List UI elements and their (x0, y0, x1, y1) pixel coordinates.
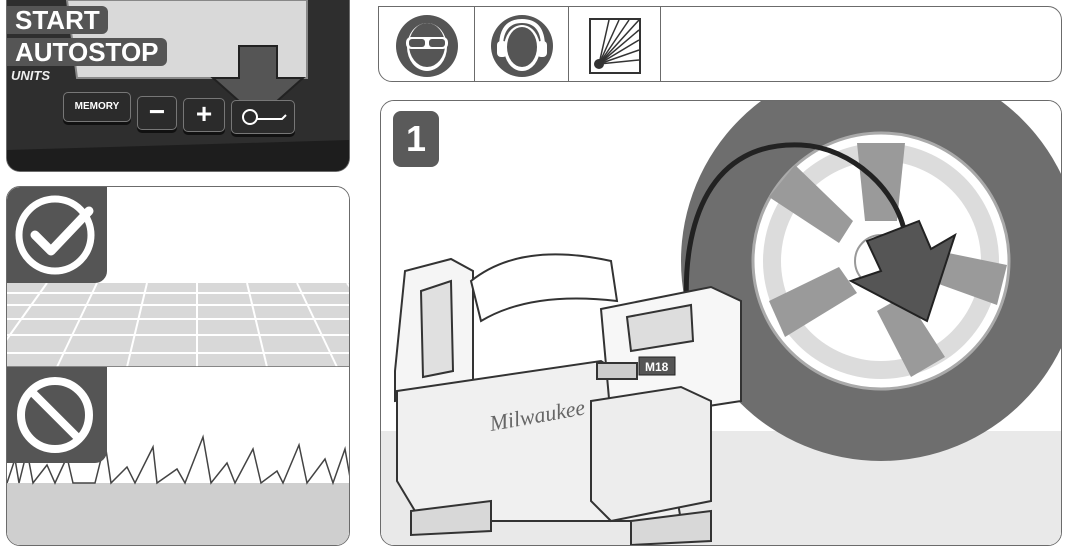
plus-button[interactable]: + (183, 98, 225, 132)
autostop-button[interactable] (231, 100, 295, 134)
ear-protection-icon (489, 13, 555, 79)
compressor-tire-illustration: Milwaukee M18 (381, 101, 1062, 546)
eye-protection-icon (394, 13, 460, 79)
control-panel-closeup: START AUTOSTOP UNITS MEMORY − + (6, 0, 350, 172)
forbidden-surface-badge (7, 367, 107, 463)
model-logo: M18 (645, 360, 669, 374)
minus-button[interactable]: − (137, 96, 177, 130)
step-1-panel: Milwaukee M18 1 (380, 100, 1062, 546)
prohibited-circle-icon (7, 367, 107, 463)
ground-comparison-panel (6, 186, 350, 546)
safety-icon-strip (378, 6, 1062, 82)
start-label: START (7, 6, 108, 34)
explosion-hazard-icon (589, 18, 641, 74)
step-number-badge: 1 (393, 111, 439, 167)
autostop-label: AUTOSTOP (7, 38, 167, 66)
explosion-hazard-cell (569, 7, 661, 82)
autostop-symbol-icon (232, 101, 294, 133)
units-label: UNITS (11, 68, 50, 83)
memory-button[interactable]: MEMORY (63, 92, 131, 122)
allowed-surface-badge (7, 187, 107, 283)
eye-protection-cell (379, 7, 475, 82)
checkmark-circle-icon (7, 187, 107, 283)
ear-protection-cell (475, 7, 569, 82)
